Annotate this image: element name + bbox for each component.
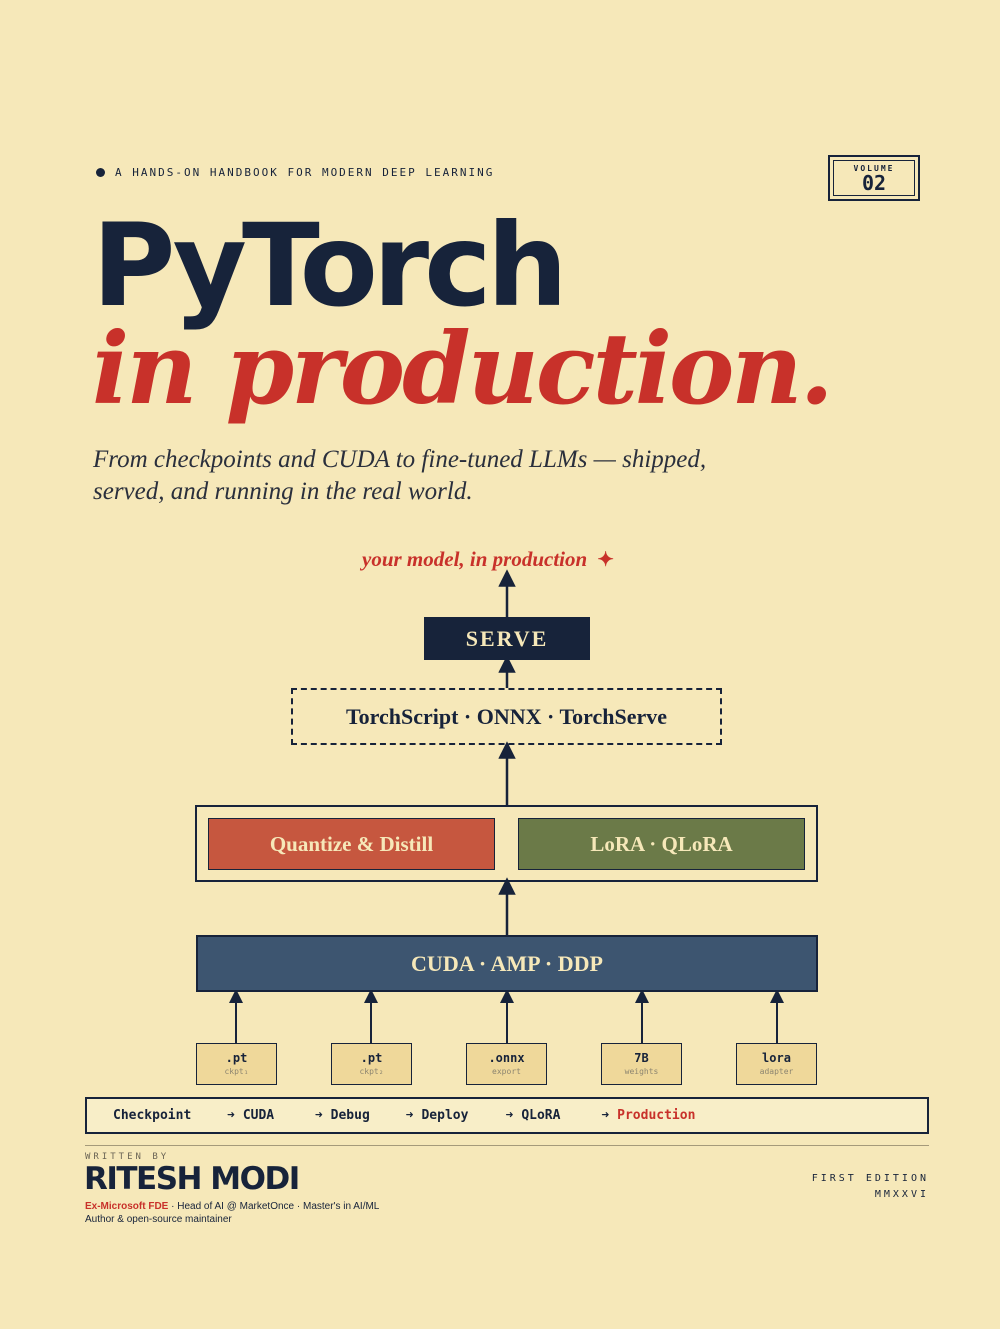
file-chip: lora adapter — [736, 1043, 817, 1085]
pipeline-step: QLoRA — [521, 1108, 561, 1123]
file-chip: .pt ckpt₂ — [331, 1043, 412, 1085]
pipeline-step: Deploy — [421, 1108, 469, 1123]
book-title: PyTorch — [92, 199, 568, 332]
file-chip-name: 7B — [634, 1051, 649, 1065]
volume-badge: VOLUME 02 — [828, 155, 920, 201]
edition-info: FIRST EDITION MMXXVI — [812, 1171, 929, 1203]
sparkle-icon: ✦ — [597, 549, 614, 571]
file-chip: 7B weights — [601, 1043, 682, 1085]
volume-label: VOLUME — [853, 163, 895, 173]
file-chip-sub: ckpt₂ — [359, 1067, 384, 1076]
credential-highlight: Ex-Microsoft FDE — [85, 1201, 169, 1212]
pipeline-step-final: Production — [617, 1108, 696, 1123]
file-chip-name: lora — [762, 1051, 791, 1065]
pipeline-step: Debug — [330, 1108, 370, 1123]
lora-qlora-box: LoRA · QLoRA — [518, 818, 805, 870]
arrow-right-icon: ➜ — [227, 1108, 235, 1123]
serve-box: SERVE — [424, 617, 590, 660]
subtitle-line-2: served, and running in the real world. — [93, 478, 473, 505]
written-by-label: WRITTEN BY — [85, 1152, 170, 1162]
kicker-text: A HANDS-ON HANDBOOK FOR MODERN DEEP LEAR… — [115, 166, 495, 179]
file-chip: .onnx export — [466, 1043, 547, 1085]
quantize-distill-box: Quantize & Distill — [208, 818, 495, 870]
author-credentials: Ex-Microsoft FDE · Head of AI @ MarketOn… — [85, 1201, 379, 1212]
bullet-dot-icon — [96, 168, 105, 177]
pipeline-step: CUDA — [242, 1108, 275, 1123]
diagram-tagline: your model, in production ✦ — [362, 547, 614, 572]
book-subtitle: From checkpoints and CUDA to fine-tuned … — [93, 444, 793, 508]
file-chip-sub: adapter — [759, 1067, 794, 1076]
arrow-right-icon: ➜ — [601, 1108, 610, 1123]
pipeline-step: Checkpoint — [113, 1108, 192, 1123]
author-role: Author & open-source maintainer — [85, 1214, 232, 1225]
author-name: RITESH MODI — [84, 1161, 300, 1197]
book-title-italic: in production. — [92, 312, 834, 427]
credential-rest: · Head of AI @ MarketOnce · Master's in … — [168, 1201, 380, 1212]
arrow-right-icon: ➜ — [505, 1108, 514, 1123]
file-chip-name: .pt — [225, 1051, 248, 1065]
divider-rule — [85, 1145, 929, 1146]
file-chip-name: .onnx — [488, 1051, 525, 1065]
file-chip-sub: export — [492, 1067, 521, 1076]
file-chip-sub: ckpt₁ — [224, 1067, 249, 1076]
volume-badge-inner: VOLUME 02 — [833, 160, 915, 196]
file-chip: .pt ckpt₁ — [196, 1043, 277, 1085]
tagline-text: your model, in production — [362, 547, 588, 571]
file-chip-sub: weights — [624, 1067, 659, 1076]
cover-kicker: A HANDS-ON HANDBOOK FOR MODERN DEEP LEAR… — [96, 166, 494, 179]
volume-number: 02 — [861, 170, 887, 195]
cuda-amp-ddp-box: CUDA · AMP · DDP — [196, 935, 818, 992]
arrow-right-icon: ➜ — [405, 1108, 414, 1123]
edition-label: FIRST EDITION — [811, 1173, 929, 1184]
export-formats-box: TorchScript · ONNX · TorchServe — [291, 688, 722, 745]
pipeline-strip: Checkpoint ➜ CUDA ➜ Debug ➜ Deploy ➜ QLo… — [85, 1097, 929, 1134]
subtitle-line-1: From checkpoints and CUDA to fine-tuned … — [93, 446, 707, 473]
edition-year: MMXXVI — [874, 1189, 929, 1200]
arrow-right-icon: ➜ — [314, 1108, 323, 1123]
file-chip-name: .pt — [360, 1051, 383, 1065]
fine-tune-group — [195, 805, 818, 882]
